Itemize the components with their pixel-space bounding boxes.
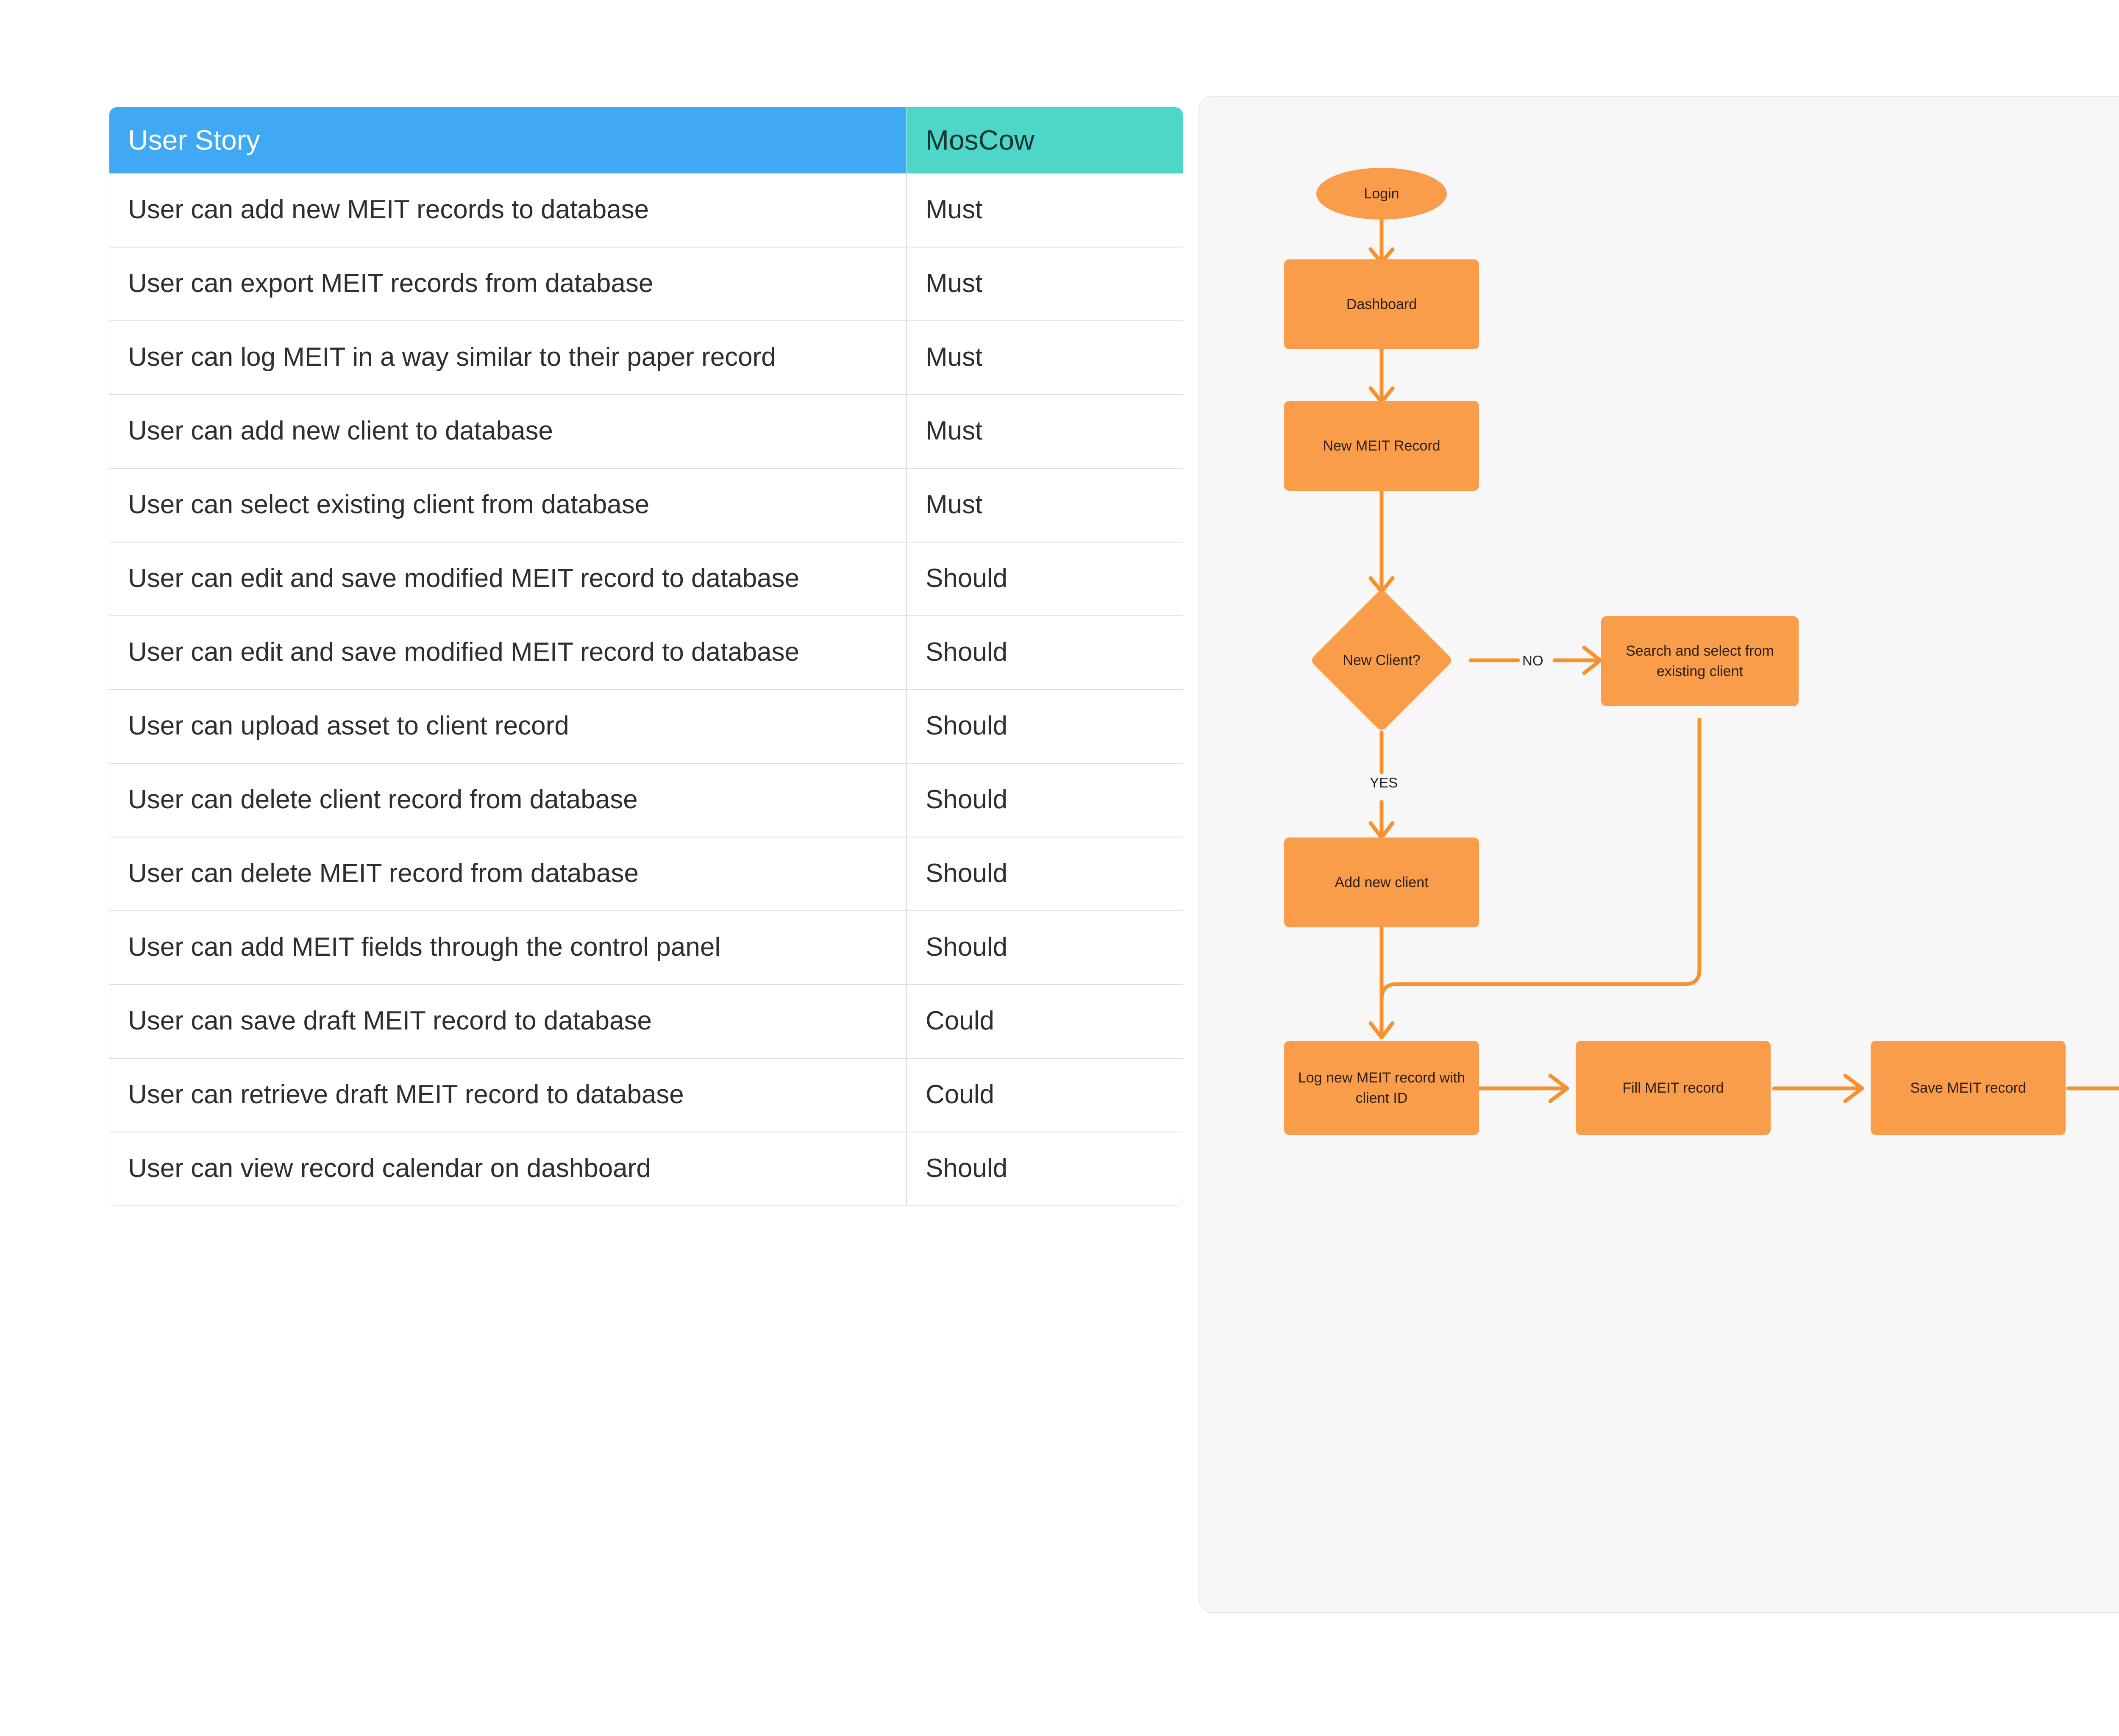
column-header-moscow: MosCow: [906, 107, 1183, 173]
edge-label-yes: YES: [1370, 775, 1398, 790]
flow-node-add-new-client[interactable]: Add new client: [1284, 837, 1479, 927]
cell-user-story: User can select existing client from dat…: [109, 467, 906, 542]
cell-user-story: User can save draft MEIT record to datab…: [109, 984, 906, 1058]
edge-label-no: NO: [1522, 653, 1543, 668]
cell-moscow-priority: Must: [906, 467, 1183, 542]
flowchart-panel: Search and select --> Add new client -->: [1199, 96, 2119, 1613]
table-row: User can edit and save modified MEIT rec…: [109, 541, 1183, 615]
table-row: User can add new MEIT records to databas…: [109, 172, 1183, 247]
cell-moscow-priority: Could: [906, 1057, 1183, 1132]
cell-moscow-priority: Could: [906, 984, 1183, 1058]
table-row: User can save draft MEIT record to datab…: [109, 984, 1183, 1058]
cell-moscow-priority: Should: [906, 836, 1183, 910]
table-row: User can log MEIT in a way similar to th…: [109, 320, 1183, 394]
table-row: User can select existing client from dat…: [109, 467, 1183, 542]
flow-node-save-record[interactable]: Save MEIT record: [1871, 1041, 2066, 1135]
cell-user-story: User can upload asset to client record: [109, 689, 906, 763]
cell-moscow-priority: Must: [906, 246, 1183, 320]
cell-moscow-priority: Should: [906, 1131, 1183, 1205]
flow-node-new-meit-record[interactable]: New MEIT Record: [1284, 401, 1479, 491]
cell-user-story: User can view record calendar on dashboa…: [109, 1131, 906, 1205]
arrowhead-decision-to-search: [1582, 645, 1602, 675]
flow-node-new-client-decision[interactable]: New Client?: [1310, 588, 1454, 732]
flow-node-log-new-record[interactable]: Log new MEIT record with client ID: [1284, 1041, 1479, 1135]
table-header: User Story MosCow: [109, 107, 1183, 173]
flow-node-login[interactable]: Login: [1316, 168, 1447, 220]
cell-user-story: User can edit and save modified MEIT rec…: [109, 541, 906, 615]
arrowhead-log-to-fill: [1548, 1074, 1569, 1103]
table-row: User can retrieve draft MEIT record to d…: [109, 1057, 1183, 1132]
cell-moscow-priority: Must: [906, 320, 1183, 394]
cell-user-story: User can export MEIT records from databa…: [109, 246, 906, 320]
arrowhead-fill-to-save: [1843, 1074, 1864, 1103]
arrowhead-to-log-record: [1368, 1021, 1395, 1040]
cell-moscow-priority: Should: [906, 541, 1183, 615]
cell-moscow-priority: Must: [906, 172, 1183, 247]
table-body: User can add new MEIT records to databas…: [109, 172, 1183, 1205]
cell-moscow-priority: Should: [906, 762, 1183, 837]
cell-user-story: User can retrieve draft MEIT record to d…: [109, 1057, 906, 1132]
table-row: User can delete MEIT record from databas…: [109, 836, 1183, 910]
table-row: User can delete client record from datab…: [109, 762, 1183, 837]
table-header-row: User Story MosCow: [109, 107, 1183, 173]
cell-user-story: User can delete client record from datab…: [109, 762, 906, 837]
flow-node-new-client-decision-label: New Client?: [1343, 652, 1421, 668]
table-row: User can edit and save modified MEIT rec…: [109, 615, 1183, 689]
cell-moscow-priority: Should: [906, 910, 1183, 984]
user-story-table-container: User Story MosCow User can add new MEIT …: [109, 107, 1183, 1205]
cell-moscow-priority: Must: [906, 394, 1183, 468]
cell-user-story: User can add MEIT fields through the con…: [109, 910, 906, 984]
cell-user-story: User can delete MEIT record from databas…: [109, 836, 906, 910]
flowchart-connectors: Search and select --> Add new client -->: [1368, 217, 2119, 1103]
cell-user-story: User can edit and save modified MEIT rec…: [109, 615, 906, 689]
flowchart-canvas: Search and select --> Add new client -->: [1199, 97, 2119, 1612]
flow-node-dashboard[interactable]: Dashboard: [1284, 259, 1479, 349]
table-row: User can export MEIT records from databa…: [109, 246, 1183, 320]
cell-user-story: User can add new client to database: [109, 394, 906, 468]
table-row: User can view record calendar on dashboa…: [109, 1131, 1183, 1205]
user-story-table: User Story MosCow User can add new MEIT …: [109, 107, 1183, 1205]
cell-moscow-priority: Should: [906, 615, 1183, 689]
cell-user-story: User can log MEIT in a way similar to th…: [109, 320, 906, 394]
cell-moscow-priority: Should: [906, 689, 1183, 763]
table-row: User can add MEIT fields through the con…: [109, 910, 1183, 984]
flow-node-search-existing-client[interactable]: Search and select from existing client: [1601, 616, 1799, 706]
cell-user-story: User can add new MEIT records to databas…: [109, 172, 906, 247]
column-header-user-story: User Story: [109, 107, 906, 173]
flow-node-fill-record[interactable]: Fill MEIT record: [1576, 1041, 1771, 1135]
